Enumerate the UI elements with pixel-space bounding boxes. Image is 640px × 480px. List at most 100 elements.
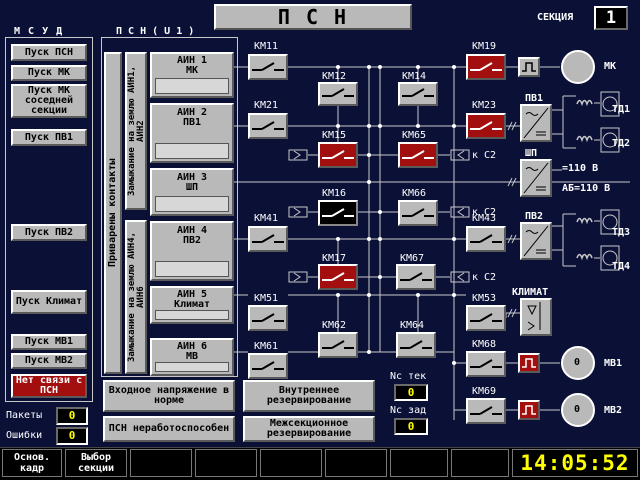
title-bar: П С Н <box>214 4 412 30</box>
section-label: СЕКЦИЯ <box>537 12 574 23</box>
switch-contact-icon <box>470 62 502 71</box>
internal-redundancy: Внутреннее резервирование <box>243 380 375 412</box>
start-psn-button[interactable]: Пуск ПСН <box>11 44 87 61</box>
km62-switch[interactable] <box>318 332 358 358</box>
mk-motor-icon <box>561 50 595 84</box>
function-key-4[interactable] <box>195 449 257 477</box>
function-key-3[interactable] <box>130 449 192 477</box>
function-key-6[interactable] <box>325 449 387 477</box>
mv2-speed: 0 <box>574 404 581 415</box>
ain1-block[interactable]: АИН 1 МК <box>150 52 234 98</box>
mk-label: МК <box>604 61 617 72</box>
mv1-label: МВ1 <box>604 358 623 369</box>
shp-label: ШП <box>525 148 538 159</box>
td4-label: ТД4 <box>612 261 631 272</box>
td3-inductor-icon <box>576 217 593 225</box>
ain1-status-field <box>155 78 229 94</box>
km66-label: КМ66 <box>402 188 427 199</box>
pulse-icon <box>520 402 538 418</box>
switch-contact-icon <box>470 313 502 322</box>
km51-switch[interactable] <box>248 305 288 331</box>
km68-switch[interactable] <box>466 351 506 377</box>
arrow-out-icon <box>450 149 470 161</box>
ain2-block[interactable]: АИН 2 ПВ1 <box>150 103 234 163</box>
start-pv1-button[interactable]: Пуск ПВ1 <box>11 129 87 146</box>
mv1-speed: 0 <box>574 357 581 368</box>
to-c2-label-1: к С2 <box>472 150 497 161</box>
switch-contact-icon <box>470 121 502 130</box>
main-frame-button[interactable]: Основ. кадр <box>2 449 62 477</box>
km19-switch[interactable] <box>466 54 506 80</box>
switch-contact-icon <box>400 272 432 281</box>
td2-label: ТД2 <box>612 138 631 149</box>
start-mk-adjacent-button[interactable]: Пуск МК соседней секции <box>11 84 87 118</box>
square-pulse-icon <box>522 62 536 72</box>
section-select-button[interactable]: Выбор секции <box>65 449 127 477</box>
km17-switch[interactable] <box>318 264 358 290</box>
td2-inductor-icon <box>576 135 593 143</box>
km61-label: КМ61 <box>254 341 279 352</box>
km14-switch[interactable] <box>398 82 438 106</box>
function-key-7[interactable] <box>390 449 448 477</box>
km12-label: КМ12 <box>322 71 347 82</box>
km23-switch[interactable] <box>466 113 506 139</box>
switch-contact-icon <box>322 208 354 217</box>
km21-label: КМ21 <box>254 100 279 111</box>
ain5-status-field <box>155 310 229 320</box>
pv1-converter <box>520 104 552 142</box>
km16-switch[interactable] <box>318 200 358 226</box>
mv2-label: МВ2 <box>604 405 623 416</box>
km69-switch[interactable] <box>466 398 506 424</box>
km67-switch[interactable] <box>396 264 436 290</box>
km53-switch[interactable] <box>466 305 506 331</box>
km14-label: КМ14 <box>402 71 427 82</box>
km43-switch[interactable] <box>466 226 506 252</box>
km16-label: КМ16 <box>322 188 347 199</box>
km12-switch[interactable] <box>318 82 358 106</box>
ain6-block[interactable]: АИН 6 МВ <box>150 338 234 376</box>
transformer-icon <box>527 302 541 331</box>
switch-contact-icon <box>252 121 284 130</box>
km41-switch[interactable] <box>248 226 288 252</box>
start-mv2-button[interactable]: Пуск МВ2 <box>11 353 87 369</box>
ain6-status-field <box>155 362 229 372</box>
psn-u1-title: П С Н ( U 1 ) <box>116 26 195 37</box>
switch-contact-icon <box>322 272 354 281</box>
ground-fault-ain12-label: Замыкание на землю АИН1, АИН2 <box>127 65 146 197</box>
ain3-block[interactable]: АИН 3 ШП <box>150 168 234 216</box>
nc-current-value: 0 <box>394 384 428 401</box>
km17-label: КМ17 <box>322 253 347 264</box>
mv1-motor-icon <box>561 346 595 380</box>
td1-inductor-icon <box>576 99 593 107</box>
section-number[interactable]: 1 <box>594 6 628 30</box>
ain4-block[interactable]: АИН 4 ПВ2 <box>150 221 234 281</box>
ain6-load: МВ <box>185 351 199 362</box>
switch-contact-icon <box>470 359 502 368</box>
function-key-8[interactable] <box>451 449 509 477</box>
switch-contact-icon <box>252 62 284 71</box>
km51-label: КМ51 <box>254 293 279 304</box>
start-mk-button[interactable]: Пуск МК <box>11 65 87 81</box>
km66-switch[interactable] <box>398 200 438 226</box>
km43-label: КМ43 <box>472 213 497 224</box>
km11-switch[interactable] <box>248 54 288 80</box>
km65-switch[interactable] <box>398 142 438 168</box>
km68-label: КМ68 <box>472 339 497 350</box>
start-mv1-button[interactable]: Пуск МВ1 <box>11 334 87 350</box>
function-key-5[interactable] <box>260 449 322 477</box>
ain2-name: АИН 2 <box>176 107 208 118</box>
td1-motor-icon <box>600 91 620 117</box>
km15-switch[interactable] <box>318 142 358 168</box>
km64-switch[interactable] <box>396 332 436 358</box>
ain5-name: АИН 5 <box>176 289 208 300</box>
km61-switch[interactable] <box>248 353 288 379</box>
ain5-block[interactable]: АИН 5 Климат <box>150 286 234 324</box>
km65-label: КМ65 <box>402 130 427 141</box>
km64-label: КМ64 <box>400 320 425 331</box>
km21-switch[interactable] <box>248 113 288 139</box>
start-climate-button[interactable]: Пуск Климат <box>11 290 87 314</box>
km62-label: КМ62 <box>322 320 347 331</box>
arrow-in-icon <box>288 271 308 283</box>
start-pv2-button[interactable]: Пуск ПВ2 <box>11 224 87 241</box>
